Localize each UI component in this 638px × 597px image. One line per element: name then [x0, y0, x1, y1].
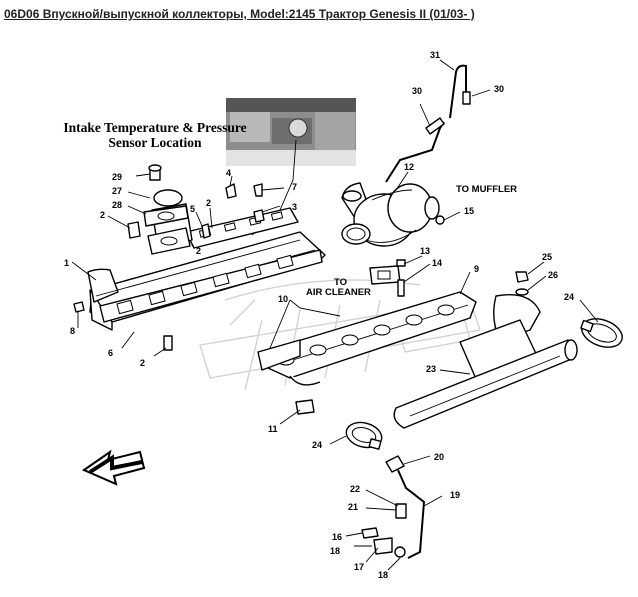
- callout-2: 2: [206, 198, 211, 208]
- callout-3: 3: [292, 202, 297, 212]
- air-cleaner-label: AIR CLEANER: [306, 287, 371, 298]
- to-label: TO: [334, 277, 347, 288]
- callout-28: 28: [112, 200, 122, 210]
- drain-line-assembly: [361, 455, 426, 559]
- flow-annotations: TO MUFFLER TO AIR CLEANER: [306, 184, 517, 298]
- callout-19: 19: [450, 490, 460, 500]
- bolts: [73, 183, 315, 415]
- callout-7: 7: [292, 182, 297, 192]
- to-muffler-label: TO MUFFLER: [456, 184, 517, 195]
- callout-11: 11: [268, 424, 278, 434]
- exhaust-adapter: [369, 215, 445, 297]
- callout-2: 2: [140, 358, 145, 368]
- intake-manifold: [87, 231, 326, 331]
- callout-25: 25: [542, 252, 552, 262]
- callout-20: 20: [434, 452, 444, 462]
- callout-31: 31: [430, 50, 440, 60]
- callout-16: 16: [332, 532, 342, 542]
- callout-29: 29: [112, 172, 122, 182]
- callout-22: 22: [350, 484, 360, 494]
- callout-26: 26: [548, 270, 558, 280]
- callout-8: 8: [70, 326, 75, 336]
- callout-4: 4: [226, 168, 231, 178]
- caption-line-2: Sensor Location: [108, 135, 202, 150]
- callout-9: 9: [474, 264, 479, 274]
- sensor-location-caption: Intake Temperature & Pressure Sensor Loc…: [60, 120, 250, 150]
- callout-13: 13: [420, 246, 430, 256]
- leader-lines: [71, 59, 599, 571]
- callout-1: 1: [64, 258, 69, 268]
- air-inlet-elbow: [143, 164, 193, 255]
- callout-17: 17: [354, 562, 364, 572]
- callout-12: 12: [404, 162, 414, 172]
- caption-line-1: Intake Temperature & Pressure: [63, 120, 247, 135]
- callout-21: 21: [348, 502, 358, 512]
- callout-labels: 1 2 2 2 2 3 4 5 6 7 8 9 10 11 12 13 14 1…: [64, 50, 574, 580]
- callout-23: 23: [426, 364, 436, 374]
- callout-5: 5: [190, 204, 195, 214]
- callout-30: 30: [412, 86, 422, 96]
- exhaust-clamps: [345, 318, 623, 450]
- exhaust-pipe: [393, 294, 578, 429]
- callout-27: 27: [112, 186, 122, 196]
- callout-6: 6: [108, 348, 113, 358]
- callout-30: 30: [494, 84, 504, 94]
- callout-24: 24: [564, 292, 574, 302]
- callout-10: 10: [278, 294, 288, 304]
- callout-18: 18: [330, 546, 340, 556]
- callout-18: 18: [378, 570, 388, 580]
- nuts-and-washers: [515, 271, 529, 296]
- page-title: 06D06 Впускной/выпускной коллекторы, Mod…: [4, 7, 475, 21]
- callout-15: 15: [464, 206, 474, 216]
- callout-2: 2: [100, 210, 105, 220]
- callout-2: 2: [196, 246, 201, 256]
- exhaust-manifold: [257, 291, 477, 386]
- front-direction-arrow-icon: [81, 449, 146, 486]
- sensor-photo-insert: [226, 98, 356, 166]
- oil-supply-tube: [385, 64, 471, 183]
- callout-14: 14: [432, 258, 442, 268]
- turbocharger: [341, 182, 440, 247]
- callout-24: 24: [312, 440, 322, 450]
